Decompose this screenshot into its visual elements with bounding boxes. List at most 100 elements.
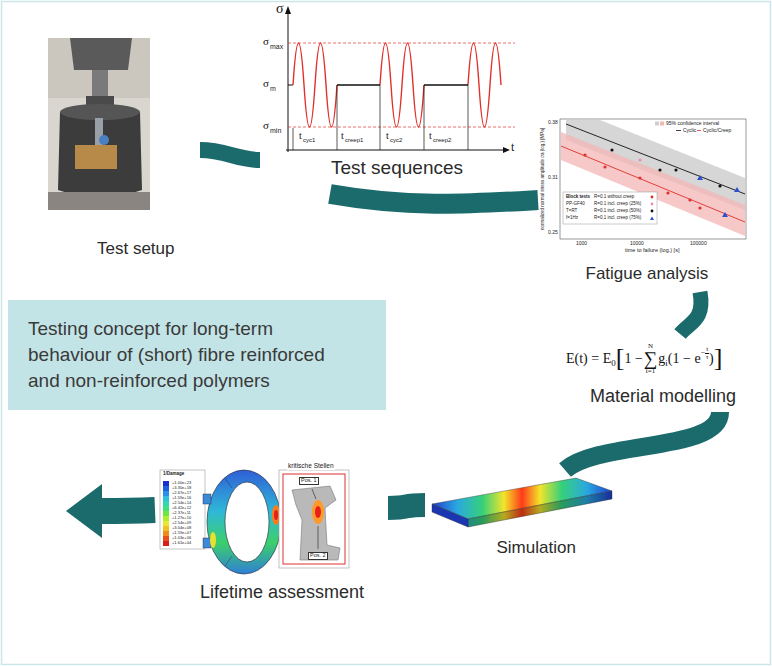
diagram-label: t [299,131,302,141]
legend-color [163,531,169,536]
formula-part: 1 − [624,352,642,366]
legend-color [163,516,169,521]
diagram-label: +3.04e+08 [172,526,191,530]
lifetime-model [160,470,349,574]
stage-caption: Fatigue analysis [586,264,709,284]
diagram-label: R=0.1 incl. creep (25%) [594,202,641,207]
sum-stack: N∑i=1 [644,343,658,375]
formula-part: τ [706,354,709,361]
legend-color [163,481,169,486]
diagram-label: σ [263,36,269,47]
diagram-label: +2.67e+17 [172,491,191,495]
legend-sample [697,130,701,131]
legend-marker [651,210,654,213]
diagram-label: +6.42e+12 [172,506,191,510]
cyclic-wave [468,43,501,127]
stress-axis [288,12,289,152]
sequence-graph [285,6,515,153]
formula-part: ∑ [644,350,658,368]
diagram-label: 10000 [630,241,644,246]
diagram-label: +2.54e+09 [172,521,191,525]
diagram-label: +2.37e+11 [172,511,191,515]
formula-part: 0 [611,359,616,368]
diagram-label: min [270,127,281,134]
stage-group: Simulation [425,470,620,562]
legend-color [163,506,169,511]
chamber [58,106,142,198]
formula-part: g [658,352,665,366]
flow-band [388,505,425,508]
data-point [698,206,701,209]
data-point [658,168,661,171]
legend-color [163,521,169,526]
detail-inset [279,470,349,568]
data-point [674,168,677,171]
flow-arrowhead [66,484,102,538]
data-point [666,191,669,194]
chamber-rim [60,104,140,120]
legend-color [163,486,169,491]
ring-edge [225,478,232,488]
data-point [697,175,703,180]
legend-color [163,541,169,546]
diagram-label: t [341,131,344,141]
diagram-label: f=1Hz [566,216,578,221]
ring-tab [203,494,211,504]
legend-ground [650,120,744,134]
diagram-label: Block tests [566,195,590,200]
legend-color [163,526,169,531]
diagram-label: +1.00e+23 [172,481,191,485]
diagram-label: cyc1 [303,137,315,143]
min-level [288,127,515,128]
data-point [638,158,641,161]
diagram-label: m [270,85,276,92]
creep-hold [337,84,380,85]
diagram-label: +2.54e+14 [172,501,191,505]
data-point [688,198,691,201]
formula-part: t [705,346,709,354]
formula-part: i=1 [646,368,655,375]
diagram-label: cyc2 [390,137,402,143]
diagram-label: t [511,141,514,153]
diagram-label: +3.30e+18 [172,486,191,490]
cyclic-wave [380,43,424,127]
flow-band [680,292,701,334]
cyclic-wave [293,43,337,127]
critical-spot [315,506,321,518]
flow-band [200,150,260,160]
damage-hotspot [274,510,278,520]
stage-caption: Lifetime assessment [200,582,364,604]
damage-legend-box [160,470,205,549]
diagram-label: PP-GF40 [566,202,585,207]
ring-edge [225,556,232,566]
legend-marker [651,203,654,206]
ring-part [207,470,281,574]
concept-text: Testing concept for long-term behaviour … [28,316,348,393]
creep-hold [424,84,468,85]
diagram-label: kritische Stellen [287,463,335,470]
concept-box: Testing concept for long-term behaviour … [8,300,386,410]
detail-frame [283,474,345,564]
damage-zone [210,532,216,548]
fraction: tτ [705,346,709,361]
stage-group: Test setup [40,35,200,262]
data-point [638,176,641,179]
formula-part: ) [709,352,714,366]
diagram-label: max [270,43,283,50]
diagram-label: +1.59e+07 [172,531,191,535]
legend-sample [655,122,659,126]
critical-spot [312,500,324,524]
legend-sample [660,122,664,126]
crosshead [70,38,132,70]
legend-color [163,491,169,496]
diagram-label: Pos. 2 [308,552,328,560]
stage-group: Material modelling [562,334,754,412]
stage-caption: Test setup [97,239,175,259]
diagram-label: +1.59e+16 [172,496,191,500]
max-level [288,43,515,44]
diagram-label: 0.31 [548,175,558,180]
diagram-label: creep2 [433,137,451,143]
legend-marker [651,196,654,199]
formula-part: i [665,359,668,368]
diagram-label: 1/Damage [163,472,184,477]
